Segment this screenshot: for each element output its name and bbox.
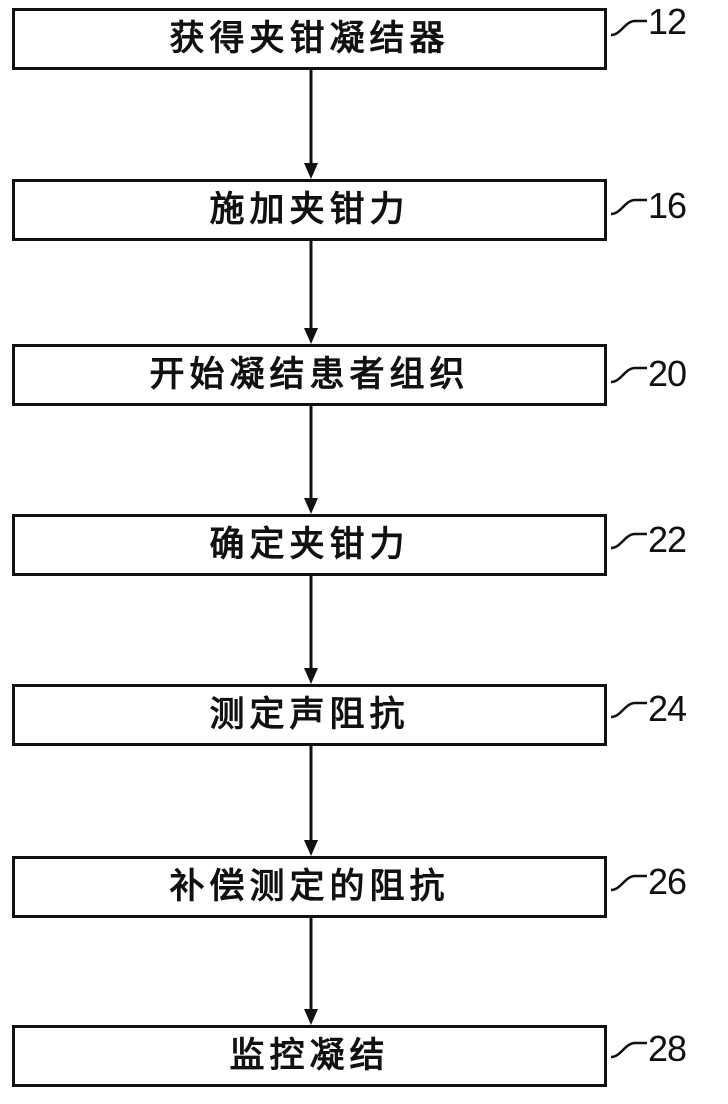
leader-line: [611, 200, 647, 214]
ref-number: 20: [648, 356, 686, 392]
step-label: 补偿测定的阻抗: [169, 870, 449, 905]
ref-number: 28: [648, 1031, 686, 1067]
flow-step-1: 获得夹钳凝结器: [12, 8, 607, 70]
step-label: 确定夹钳力: [209, 528, 409, 563]
ref-number: 24: [648, 691, 686, 727]
leader-line: [611, 1043, 647, 1057]
leader-line: [611, 703, 647, 717]
arrow-head-icon: [304, 1009, 318, 1025]
flow-step-3: 开始凝结患者组织: [12, 344, 607, 406]
flow-step-7: 监控凝结: [12, 1025, 607, 1087]
leader-line: [611, 534, 647, 548]
flow-step-6: 补偿测定的阻抗: [12, 856, 607, 918]
step-label: 获得夹钳凝结器: [169, 22, 449, 57]
leader-line: [611, 368, 647, 382]
step-label: 开始凝结患者组织: [149, 358, 469, 393]
flow-step-4: 确定夹钳力: [12, 514, 607, 576]
step-label: 测定声阻抗: [209, 698, 409, 733]
arrow-head-icon: [304, 163, 318, 179]
ref-number: 26: [648, 864, 686, 900]
ref-number: 16: [648, 188, 686, 224]
leader-line: [611, 21, 647, 35]
ref-number: 12: [648, 4, 686, 40]
step-label: 监控凝结: [229, 1039, 389, 1074]
arrow-head-icon: [304, 328, 318, 344]
arrow-head-icon: [304, 840, 318, 856]
leader-line: [611, 876, 647, 890]
step-label: 施加夹钳力: [209, 193, 409, 228]
flow-step-5: 测定声阻抗: [12, 684, 607, 746]
arrow-head-icon: [304, 498, 318, 514]
flow-step-2: 施加夹钳力: [12, 179, 607, 241]
ref-number: 22: [648, 522, 686, 558]
arrow-head-icon: [304, 668, 318, 684]
